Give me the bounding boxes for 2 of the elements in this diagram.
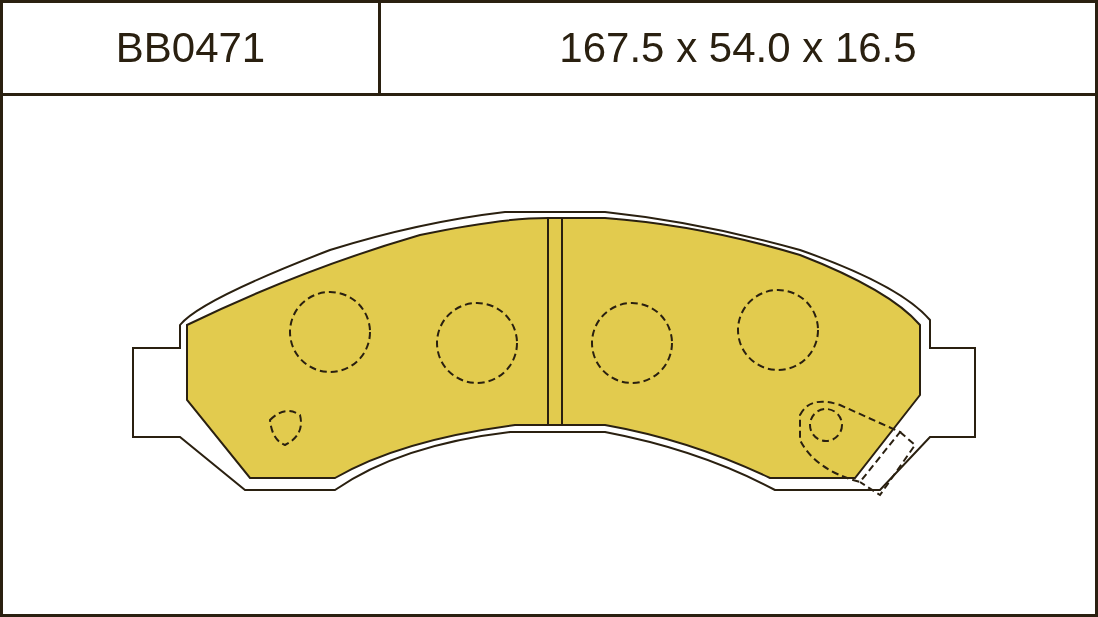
part-number: BB0471 [115, 24, 266, 72]
dimensions-text: 167.5 x 54.0 x 16.5 [559, 24, 917, 72]
